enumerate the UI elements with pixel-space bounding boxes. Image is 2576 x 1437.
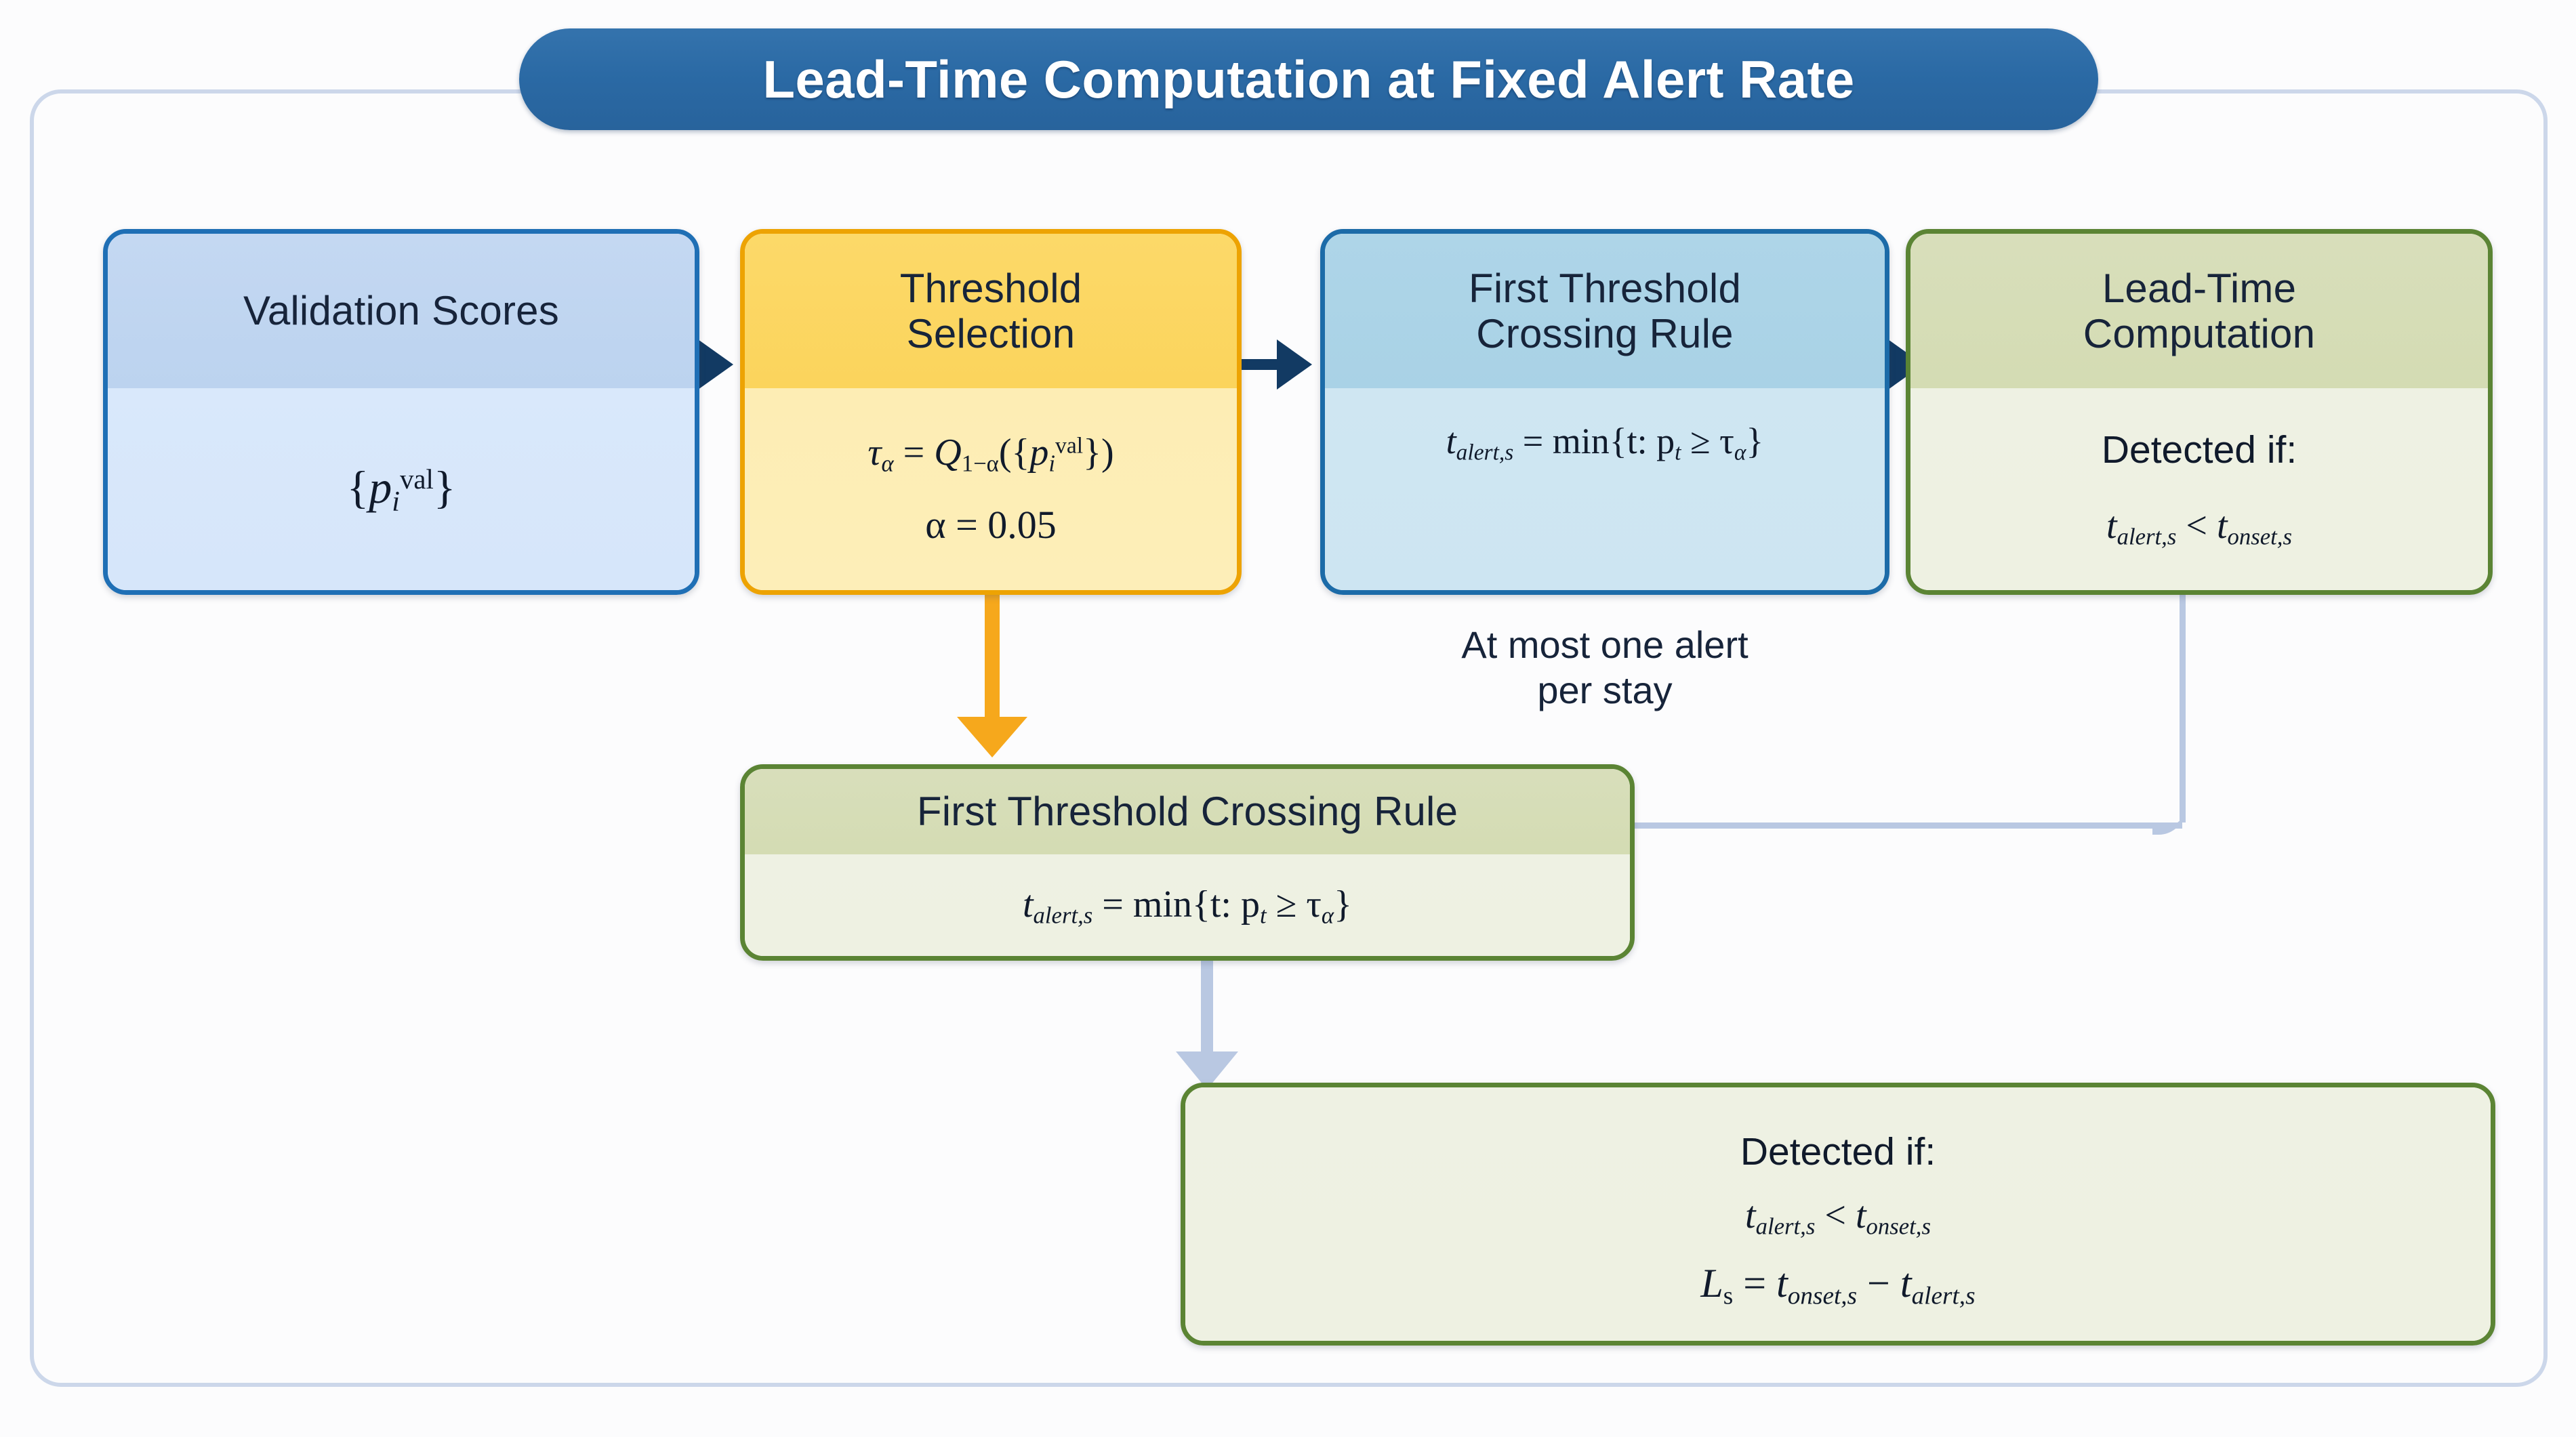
formula-validation-set: {pival}: [346, 461, 456, 518]
formula-lead-time-definition: Ls = tonset,s − talert,s: [1700, 1261, 1976, 1310]
caption-one-alert-per-stay: At most one alert per stay: [1320, 622, 1889, 713]
formula-threshold-quantile: τα = Q1−α({pival}): [867, 431, 1114, 477]
formula-alert-time-top: talert,s = min{t: pt ≥ τα}: [1446, 421, 1764, 465]
node-first-threshold-crossing-mid-header: First Threshold Crossing Rule: [745, 769, 1630, 854]
caption-one-alert-line2: per stay: [1537, 669, 1673, 712]
node-threshold-selection-header: Threshold Selection: [745, 234, 1237, 388]
node-threshold-selection-body: τα = Q1−α({pival}) α = 0.05: [745, 388, 1237, 590]
node-validation-scores-title: Validation Scores: [243, 288, 559, 334]
node-first-threshold-crossing-top[interactable]: First Threshold Crossing Rule talert,s =…: [1320, 229, 1889, 595]
arrow-threshold-to-midbox-shaft: [985, 591, 1000, 726]
diagram-title-banner: Lead-Time Computation at Fixed Alert Rat…: [519, 28, 2098, 130]
node-first-threshold-crossing-mid[interactable]: First Threshold Crossing Rule talert,s =…: [740, 764, 1635, 961]
page-title: Lead-Time Computation at Fixed Alert Rat…: [762, 49, 1855, 109]
formula-alpha-value: α = 0.05: [925, 502, 1057, 547]
label-detected-if-top: Detected if:: [2101, 428, 2297, 472]
formula-detection-condition-top: talert,s < tonset,s: [2106, 505, 2292, 550]
node-first-threshold-crossing-top-title-line1: First Threshold: [1468, 265, 1742, 311]
node-validation-scores[interactable]: Validation Scores {pival}: [103, 229, 699, 595]
connector-leadtime-horizontal: [1635, 822, 2182, 829]
node-first-threshold-crossing-mid-body: talert,s = min{t: pt ≥ τα}: [745, 854, 1630, 956]
label-detected-if-bottom: Detected if:: [1740, 1129, 1936, 1173]
node-detected-lead-time-bottom[interactable]: Detected if: talert,s < tonset,s Ls = to…: [1181, 1083, 2495, 1346]
arrow-threshold-to-crossing-head: [1277, 339, 1312, 390]
node-threshold-selection-title-line1: Threshold: [899, 265, 1082, 311]
node-threshold-selection-title-line2: Selection: [906, 311, 1076, 356]
node-lead-time-computation-header: Lead-Time Computation: [1910, 234, 2488, 388]
node-first-threshold-crossing-top-title-line2: Crossing Rule: [1476, 311, 1734, 356]
node-validation-scores-body: {pival}: [108, 388, 695, 590]
node-first-threshold-crossing-top-body: talert,s = min{t: pt ≥ τα}: [1325, 388, 1885, 590]
connector-leadtime-elbow-corner: [2152, 795, 2186, 835]
caption-one-alert-line1: At most one alert: [1461, 623, 1749, 666]
node-first-threshold-crossing-top-header: First Threshold Crossing Rule: [1325, 234, 1885, 388]
node-lead-time-computation-title-line1: Lead-Time: [2102, 265, 2297, 311]
node-detected-lead-time-bottom-body: Detected if: talert,s < tonset,s Ls = to…: [1185, 1087, 2491, 1341]
node-validation-scores-header: Validation Scores: [108, 234, 695, 388]
node-first-threshold-crossing-mid-title: First Threshold Crossing Rule: [916, 789, 1458, 835]
connector-leadtime-vertical: [2180, 592, 2186, 822]
arrow-threshold-to-midbox-head: [957, 717, 1027, 757]
arrow-validation-to-threshold-head: [698, 339, 733, 390]
node-lead-time-computation-body: Detected if: talert,s < tonset,s: [1910, 388, 2488, 590]
arrow-midbox-to-bottombox-shaft: [1201, 958, 1213, 1061]
node-threshold-selection[interactable]: Threshold Selection τα = Q1−α({pival}) α…: [740, 229, 1242, 595]
node-lead-time-computation[interactable]: Lead-Time Computation Detected if: taler…: [1906, 229, 2493, 595]
formula-alert-time-mid: talert,s = min{t: pt ≥ τα}: [1022, 883, 1353, 929]
node-lead-time-computation-title-line2: Computation: [2083, 311, 2316, 356]
formula-detection-condition-bottom: talert,s < tonset,s: [1745, 1194, 1931, 1240]
